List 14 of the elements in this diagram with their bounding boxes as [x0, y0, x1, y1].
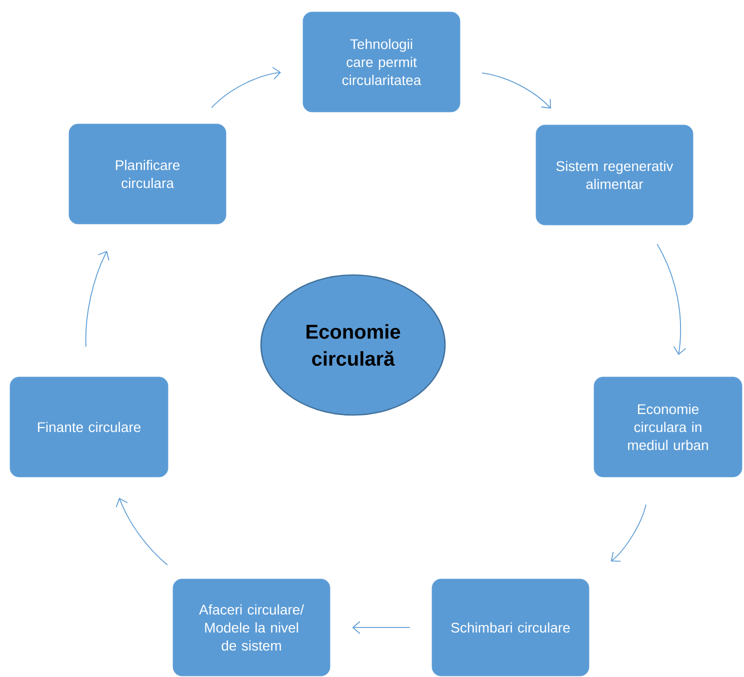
process-box: Schimbari circulare: [432, 578, 590, 676]
arrow: [610, 504, 646, 562]
arrow: [352, 621, 410, 634]
process-box: Afaceri circulare/ Modele la nivel de sistem: [172, 578, 330, 676]
process-box: Planificare circulara: [68, 124, 226, 224]
arrow: [656, 244, 686, 356]
process-box: Finante circulare: [10, 376, 168, 478]
arrow: [85, 250, 110, 348]
arrow: [116, 498, 168, 566]
arrow: [211, 66, 281, 108]
process-box: Tehnologii care permit circularitatea: [302, 12, 460, 112]
process-box: Sistem regenerativ alimentar: [536, 124, 694, 226]
arrow: [482, 72, 551, 109]
process-box: Economie circulara in mediul urban: [594, 376, 742, 478]
